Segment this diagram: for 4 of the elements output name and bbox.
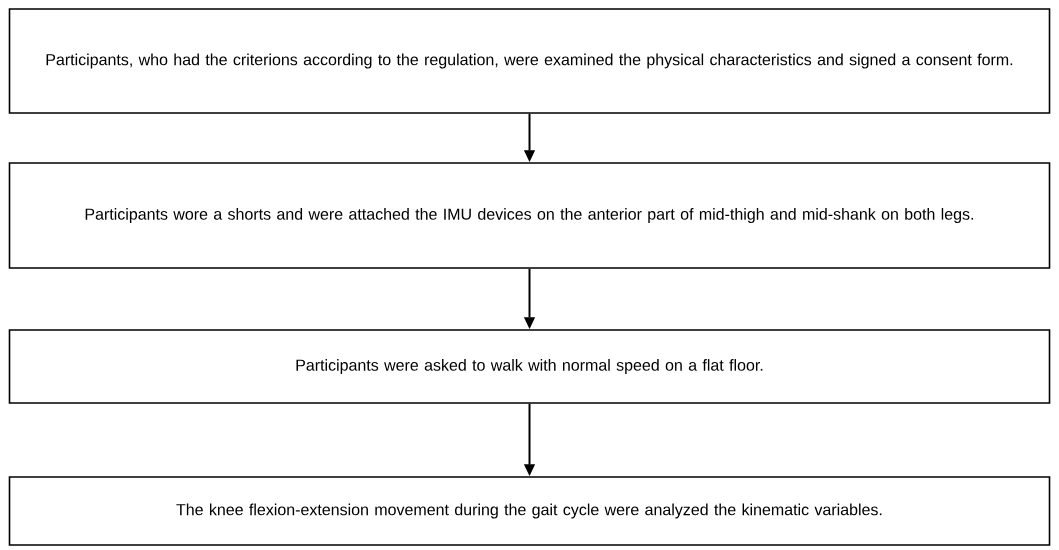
process-box: Participants were asked to walk with normal speed on a flat floor. bbox=[8, 329, 1051, 404]
process-box: Participants wore a shorts and were attached the IMU devices on the anterior part of mid-thigh and mid-shank on both legs. bbox=[8, 162, 1051, 269]
process-box: The knee flexion-extension movement during the gait cycle were analyzed the kinematic variables. bbox=[8, 476, 1051, 546]
process-box: Participants, who had the criterions according to the regulation, were examined the physical characteristics and signed a consent form. bbox=[8, 8, 1051, 114]
